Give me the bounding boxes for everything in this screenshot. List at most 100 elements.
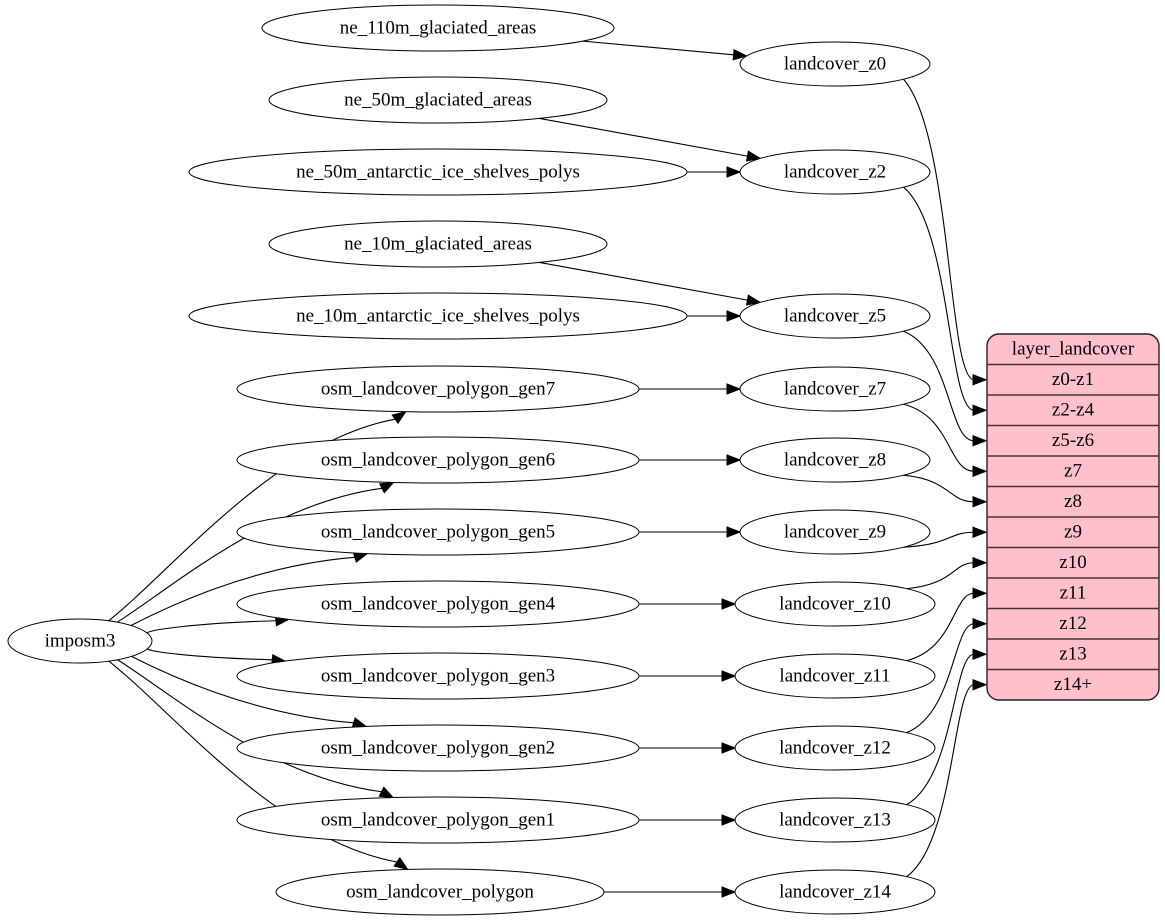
arrowhead-table-z13 <box>972 648 988 660</box>
layer-table-row-z14-[interactable]: z14+ <box>1054 674 1092 695</box>
node-shape <box>268 220 608 268</box>
arrowhead-osm-landcover-polygon-gen7 <box>391 410 407 425</box>
layer-table-row-z12[interactable]: z12 <box>1059 613 1086 634</box>
graph-node-landcover-z10[interactable]: landcover_z10 <box>734 581 936 627</box>
graph-node-landcover-z14[interactable]: landcover_z14 <box>734 869 936 915</box>
arrowhead-landcover-z13 <box>721 814 737 826</box>
arrowhead-table-z9 <box>972 526 988 538</box>
node-label: osm_landcover_polygon_gen7 <box>321 378 555 399</box>
graph-node-osm-landcover-polygon-gen3[interactable]: osm_landcover_polygon_gen3 <box>236 652 640 700</box>
arrowhead-table-z5-z6 <box>972 435 988 447</box>
node-label: landcover_z10 <box>779 593 891 614</box>
graph-node-osm-landcover-polygon-gen1[interactable]: osm_landcover_polygon_gen1 <box>236 796 640 844</box>
edge-landcover_z2-to-table-z2-z4 <box>903 186 975 411</box>
graph-node-landcover-z11[interactable]: landcover_z11 <box>734 653 936 699</box>
node-label: imposm3 <box>45 630 116 651</box>
node-shape <box>236 652 640 700</box>
edge-imposm3-to-osm-landcover-polygon-gen6 <box>116 487 383 623</box>
node-shape <box>739 437 931 483</box>
arrowhead-table-z12 <box>972 618 988 630</box>
graph-node-osm-landcover-polygon-gen7[interactable]: osm_landcover_polygon_gen7 <box>236 365 640 413</box>
graph-node-landcover-z7[interactable]: landcover_z7 <box>739 366 931 412</box>
graph-node-landcover-z8[interactable]: landcover_z8 <box>739 437 931 483</box>
node-label: landcover_z7 <box>784 378 886 399</box>
layer-table-row-z7[interactable]: z7 <box>1064 461 1082 482</box>
arrowhead-table-z8 <box>972 496 988 508</box>
node-label: osm_landcover_polygon_gen3 <box>321 665 555 686</box>
graph-node-ne-110m-glaciated-areas[interactable]: ne_110m_glaciated_areas <box>261 4 615 52</box>
arrowhead-landcover-z12 <box>721 742 737 754</box>
node-label: ne_10m_glaciated_areas <box>344 233 532 254</box>
graph-node-ne-10m-antarctic-ice-shelves-polys[interactable]: ne_10m_antarctic_ice_shelves_polys <box>188 292 688 340</box>
edge-landcover_z8-to-table-z8 <box>903 474 975 503</box>
graph-node-osm-landcover-polygon[interactable]: osm_landcover_polygon <box>275 868 605 916</box>
node-shape <box>734 725 936 771</box>
edge-landcover_z5-to-table-z5-z6 <box>903 330 975 442</box>
edge-imposm3-to-osm-landcover-polygon-gen3 <box>146 647 273 661</box>
node-shape <box>734 581 936 627</box>
graph-node-osm-landcover-polygon-gen5[interactable]: osm_landcover_polygon_gen5 <box>236 508 640 556</box>
edge-ne-110m-glaciated-areas-to-landcover-z0 <box>582 40 734 56</box>
graph-node-landcover-z5[interactable]: landcover_z5 <box>739 293 931 339</box>
graph-node-landcover-z0[interactable]: landcover_z0 <box>739 41 931 87</box>
graph-node-landcover-z9[interactable]: landcover_z9 <box>739 509 931 555</box>
edge-ne-10m-glaciated-areas-to-landcover-z5 <box>539 261 748 301</box>
layer-table-row-z8[interactable]: z8 <box>1064 491 1082 512</box>
edge-imposm3-to-osm-landcover-polygon-gen4 <box>146 620 276 635</box>
edge-imposm3-to-osm-landcover-polygon-gen5 <box>130 556 355 626</box>
node-shape <box>734 869 936 915</box>
node-label: osm_landcover_polygon <box>346 881 534 902</box>
arrowhead-landcover-z9 <box>726 526 742 538</box>
node-label: osm_landcover_polygon_gen2 <box>321 737 555 758</box>
node-label: ne_50m_antarctic_ice_shelves_polys <box>296 161 580 182</box>
node-label: landcover_z14 <box>779 881 891 902</box>
layer-table-row-z5-z6[interactable]: z5-z6 <box>1052 430 1094 451</box>
edge-landcover_z11-to-table-z11 <box>906 592 975 662</box>
graph-node-ne-50m-antarctic-ice-shelves-polys[interactable]: ne_50m_antarctic_ice_shelves_polys <box>188 148 688 196</box>
arrowhead-landcover-z5 <box>745 294 762 306</box>
graph-node-landcover-z2[interactable]: landcover_z2 <box>739 149 931 195</box>
layer-table-row-z0-z1[interactable]: z0-z1 <box>1052 369 1094 390</box>
layer-table-row-z9[interactable]: z9 <box>1064 522 1082 543</box>
node-shape <box>188 292 688 340</box>
node-shape <box>236 580 640 628</box>
arrowhead-landcover-z11 <box>721 670 737 682</box>
arrowhead-landcover-z5 <box>726 310 742 322</box>
arrowhead-table-z0-z1 <box>972 374 988 386</box>
node-label: landcover_z13 <box>779 809 891 830</box>
edge-imposm3-to-osm-landcover-polygon <box>108 660 398 863</box>
node-shape <box>739 366 931 412</box>
node-shape <box>739 293 931 339</box>
arrowhead-landcover-z0 <box>732 49 748 61</box>
node-label: landcover_z9 <box>784 521 886 542</box>
graph-node-imposm3[interactable]: imposm3 <box>7 618 153 664</box>
arrowhead-landcover-z14 <box>721 886 737 898</box>
graph-node-osm-landcover-polygon-gen4[interactable]: osm_landcover_polygon_gen4 <box>236 580 640 628</box>
edge-imposm3-to-osm-landcover-polygon-gen7 <box>108 418 396 622</box>
node-label: ne_50m_glaciated_areas <box>344 89 532 110</box>
graph-node-osm-landcover-polygon-gen2[interactable]: osm_landcover_polygon_gen2 <box>236 724 640 772</box>
arrowhead-table-z10 <box>972 557 988 569</box>
graph-node-landcover-z12[interactable]: landcover_z12 <box>734 725 936 771</box>
graph-node-osm-landcover-polygon-gen6[interactable]: osm_landcover_polygon_gen6 <box>236 436 640 484</box>
arrowhead-landcover-z7 <box>726 383 742 395</box>
arrowhead-table-z2-z4 <box>972 404 988 416</box>
layer-table-row-z10[interactable]: z10 <box>1059 552 1086 573</box>
edge-landcover_z0-to-table-z0-z1 <box>903 78 975 381</box>
node-shape <box>7 618 153 664</box>
arrowhead-landcover-z2 <box>726 166 742 178</box>
node-shape <box>188 148 688 196</box>
layer-table-row-z13[interactable]: z13 <box>1059 644 1086 665</box>
node-label: osm_landcover_polygon_gen6 <box>321 449 555 470</box>
node-shape <box>739 509 931 555</box>
node-shape <box>739 149 931 195</box>
arrowhead-osm-landcover-polygon <box>393 857 409 871</box>
layer-table-row-z2-z4[interactable]: z2-z4 <box>1052 400 1095 421</box>
layer-table-row-z11[interactable]: z11 <box>1060 583 1087 604</box>
graph-node-ne-10m-glaciated-areas[interactable]: ne_10m_glaciated_areas <box>268 220 608 268</box>
graph-node-landcover-z13[interactable]: landcover_z13 <box>734 797 936 843</box>
arrowhead-osm-landcover-polygon-gen1 <box>378 786 395 799</box>
arrowhead-landcover-z8 <box>726 454 742 466</box>
graph-node-ne-50m-glaciated-areas[interactable]: ne_50m_glaciated_areas <box>268 76 608 124</box>
